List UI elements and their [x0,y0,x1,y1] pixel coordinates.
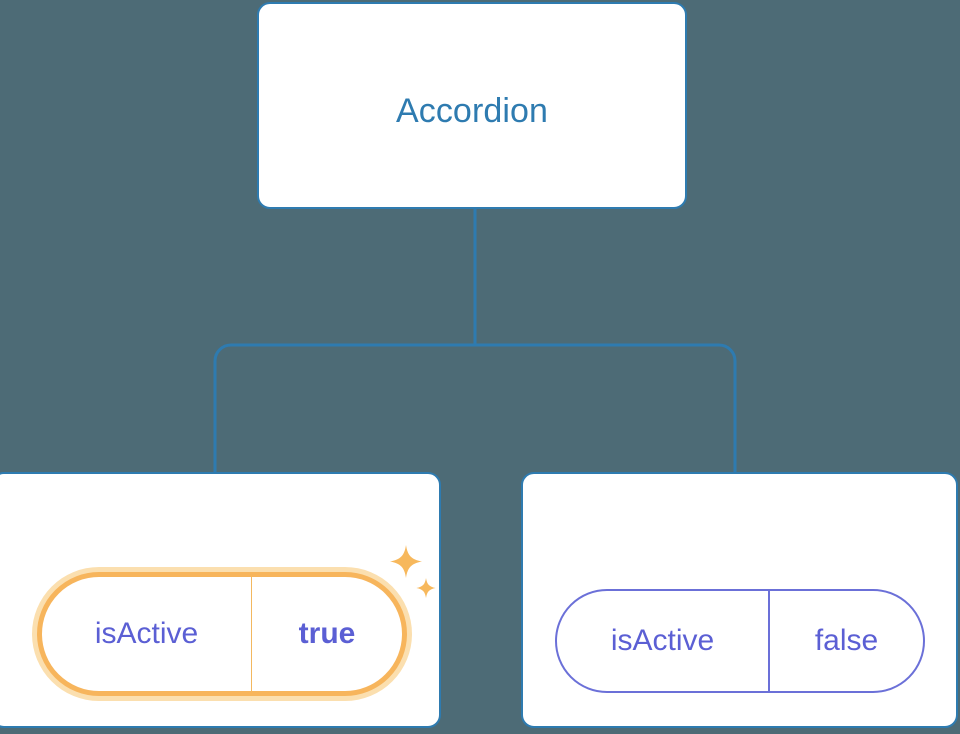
node-accordion-title: Accordion [395,92,549,130]
prop-value: true [298,617,356,650]
node-accordion[interactable]: Accordion [257,2,687,209]
prop-key: isActive [42,577,252,691]
prop-pill-body: isActive false [555,589,925,693]
edge-to-panel-right [475,343,737,472]
edge-to-panel-left [213,343,475,472]
prop-key: isActive [557,591,770,691]
prop-pill-isactive-true[interactable]: isActive true [32,567,412,701]
prop-pill-isactive-false[interactable]: isActive false [555,589,925,693]
prop-value: false [814,624,879,657]
prop-pill-body: isActive true [37,572,407,696]
